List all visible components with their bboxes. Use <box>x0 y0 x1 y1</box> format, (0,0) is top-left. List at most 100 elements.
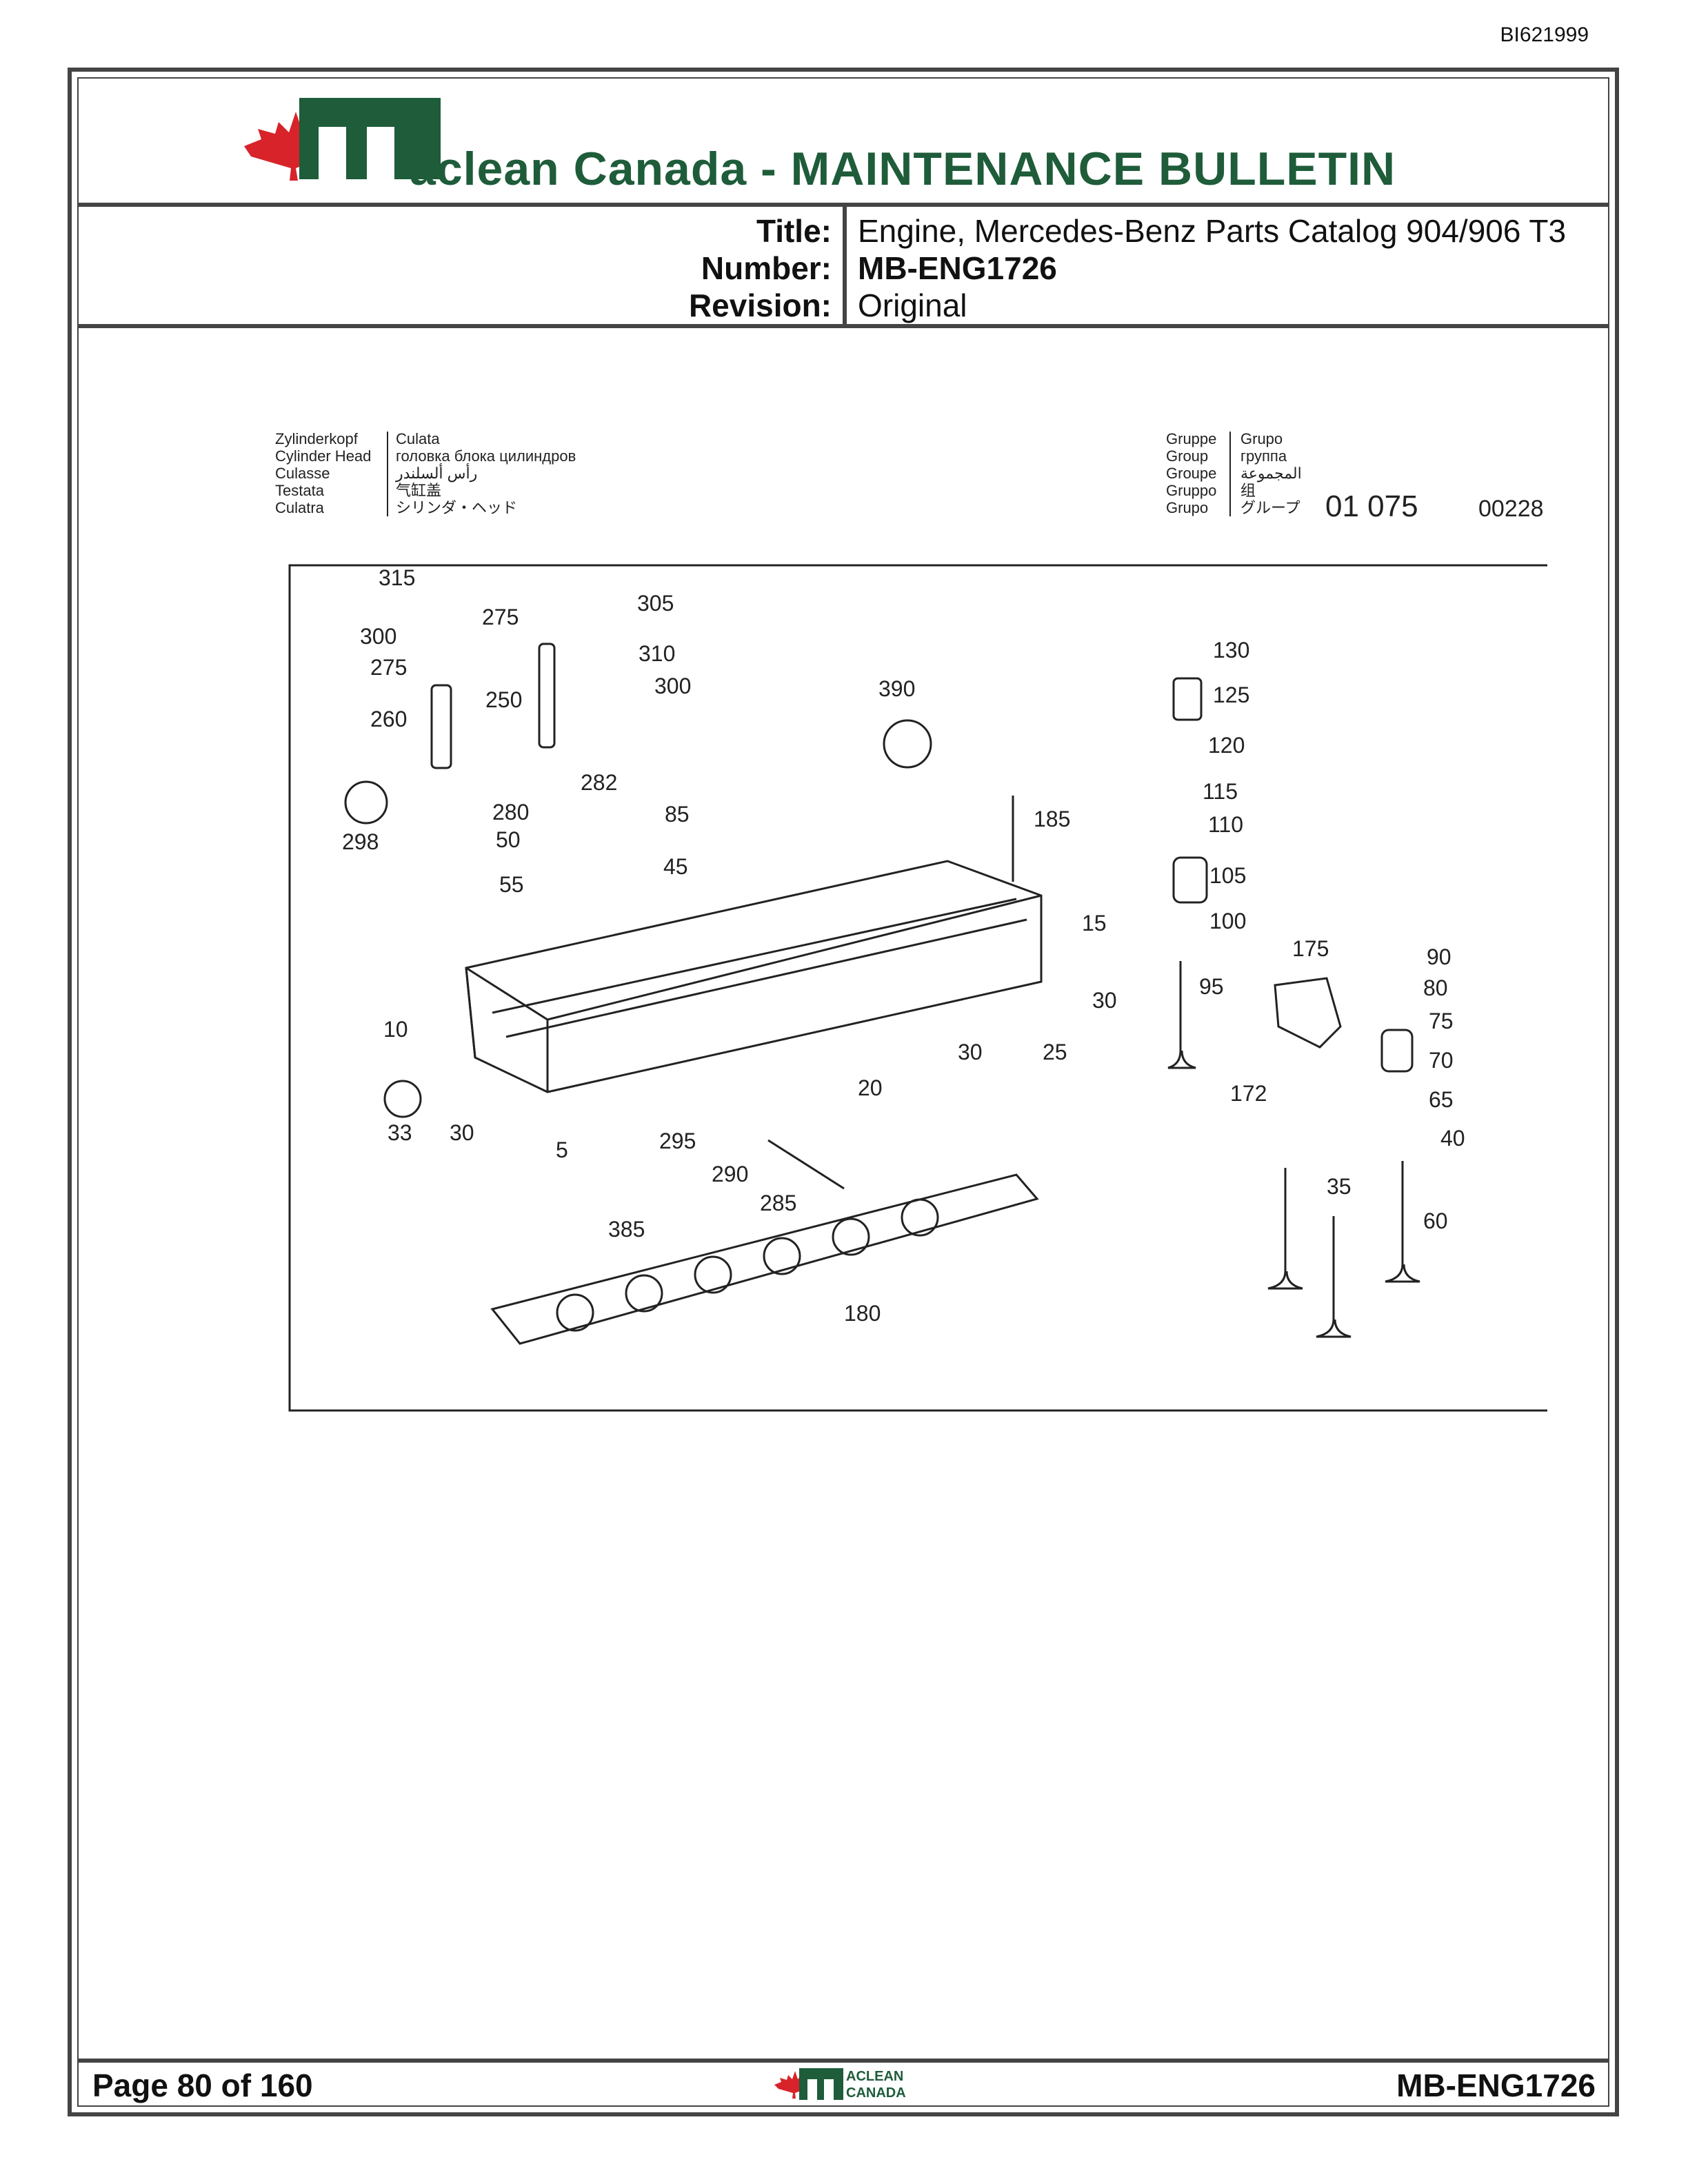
footer-logo-bottom: CANADA <box>846 2085 906 2101</box>
number-label: Number: <box>701 250 832 286</box>
callout-label: 30 <box>1092 988 1117 1013</box>
callout-label: 185 <box>1034 807 1070 831</box>
pulley-390 <box>883 719 932 769</box>
group-zh: 组 <box>1240 482 1256 499</box>
head-gasket-180 <box>490 1173 1039 1345</box>
valve-part-120 <box>1172 677 1203 721</box>
sensor-285 <box>767 1139 845 1190</box>
bulletin-inner-frame: M aclean Canada - MAINTENANCE BULLETIN T… <box>77 77 1609 2107</box>
callout-label: 300 <box>654 674 691 698</box>
callout-label: 275 <box>370 655 407 680</box>
callout-label: 180 <box>844 1301 881 1326</box>
callout-label: 280 <box>492 800 529 825</box>
callout-label: 10 <box>383 1017 408 1042</box>
callout-label: 30 <box>450 1120 474 1145</box>
rocker-175 <box>1274 977 1342 1049</box>
spring-70 <box>1380 1029 1414 1073</box>
bulletin-meta-table: Title: Number: Revision: Engine, Mercede… <box>79 207 1608 328</box>
group-ar: المجموعة <box>1240 465 1302 483</box>
plug-33 <box>383 1080 422 1118</box>
group-ru: группа <box>1240 447 1287 465</box>
name-en: Cylinder Head <box>275 447 371 465</box>
callout-label: 33 <box>388 1120 412 1145</box>
callout-label: 40 <box>1440 1126 1465 1151</box>
name-ja: シリンダ・ヘッド <box>396 499 517 516</box>
callout-label: 275 <box>482 605 519 629</box>
name-fr: Culasse <box>275 465 330 482</box>
callout-label: 130 <box>1213 638 1249 663</box>
callout-label: 250 <box>485 687 522 712</box>
callout-label: 260 <box>370 707 407 731</box>
maple-leaf-logo: M <box>244 98 441 181</box>
footer-doc-number: MB-ENG1726 <box>1396 2067 1596 2103</box>
callout-label: 100 <box>1209 909 1246 933</box>
callout-label: 125 <box>1213 682 1249 707</box>
group-it: Gruppo <box>1166 482 1216 499</box>
callout-label: 95 <box>1199 974 1224 999</box>
footer-logo: ACLEAN CANADA <box>772 2064 923 2106</box>
callout-labels: 315 275 305 300 310 275 300 260 250 390 … <box>342 565 1465 1326</box>
company-banner-title: aclean Canada - MAINTENANCE BULLETIN <box>410 143 1396 195</box>
figure-number: 00228 <box>1478 496 1544 522</box>
callout-label: 35 <box>1327 1174 1352 1199</box>
document-id: BI621999 <box>1500 23 1589 46</box>
callout-label: 300 <box>360 624 396 649</box>
meta-labels-column: Title: Number: Revision: <box>79 207 847 324</box>
callout-label: 25 <box>1043 1040 1067 1064</box>
name-ca: Culatra <box>275 499 325 516</box>
bulletin-frame: M aclean Canada - MAINTENANCE BULLETIN T… <box>68 68 1619 2116</box>
revision-value: Original <box>858 287 967 323</box>
number-value: MB-ENG1726 <box>858 250 1057 286</box>
title-value: Engine, Mercedes-Benz Parts Catalog 904/… <box>858 213 1567 249</box>
callout-label: 175 <box>1292 936 1329 961</box>
callout-label: 285 <box>760 1191 796 1215</box>
callout-label: 390 <box>878 676 915 701</box>
callout-label: 30 <box>958 1040 983 1064</box>
injector-250 <box>538 643 556 749</box>
tool-298 <box>344 780 388 825</box>
callout-label: 75 <box>1429 1009 1454 1033</box>
name-de: Zylinderkopf <box>275 430 359 447</box>
group-en: Group <box>1166 447 1208 465</box>
callout-label: 60 <box>1423 1209 1448 1233</box>
name-zh: 气缸盖 <box>396 482 441 499</box>
title-label: Title: <box>756 213 832 249</box>
callout-label: 15 <box>1082 911 1107 936</box>
callout-label: 85 <box>665 802 690 827</box>
callout-label: 50 <box>496 827 521 852</box>
group-es: Grupo <box>1240 430 1283 447</box>
callout-label: 282 <box>581 770 617 795</box>
group-de: Gruppe <box>1166 430 1216 447</box>
callout-label: 295 <box>659 1129 696 1153</box>
callout-label: 315 <box>379 565 415 590</box>
name-ru: головка блока цилиндров <box>396 447 576 465</box>
footer-logo-top: ACLEAN <box>846 2069 903 2084</box>
callout-label: 110 <box>1208 812 1243 837</box>
callout-label: 80 <box>1423 975 1448 1000</box>
callout-label: 70 <box>1429 1048 1454 1073</box>
name-es: Culata <box>396 430 440 447</box>
callout-label: 120 <box>1208 733 1245 758</box>
parts-diagram: Zylinderkopf Cylinder Head Culasse Testa… <box>275 430 1547 1412</box>
catalog-group: Gruppe Group Groupe Gruppo Grupo Grupo г… <box>1166 430 1544 523</box>
callout-label: 310 <box>639 641 675 666</box>
illustration-border <box>288 564 1547 1412</box>
callout-label: 90 <box>1427 944 1451 969</box>
group-fr: Groupe <box>1166 465 1216 482</box>
callout-label: 105 <box>1209 863 1246 888</box>
name-it: Testata <box>275 482 325 499</box>
banner: M aclean Canada - MAINTENANCE BULLETIN <box>79 79 1608 207</box>
engine-line-art <box>344 643 1420 1345</box>
catalog-names: Zylinderkopf Cylinder Head Culasse Testa… <box>275 430 576 516</box>
injector-260 <box>430 684 452 769</box>
callout-label: 172 <box>1230 1081 1267 1106</box>
spring-105 <box>1172 856 1208 904</box>
callout-label: 115 <box>1203 779 1238 804</box>
callout-label: 5 <box>556 1138 568 1162</box>
page-label: Page 80 of 160 <box>92 2067 313 2103</box>
callout-label: 298 <box>342 829 379 854</box>
callout-label: 20 <box>858 1075 883 1100</box>
callout-label: 290 <box>712 1162 748 1186</box>
callout-label: 45 <box>663 854 688 879</box>
group-ja: グループ <box>1240 499 1300 516</box>
